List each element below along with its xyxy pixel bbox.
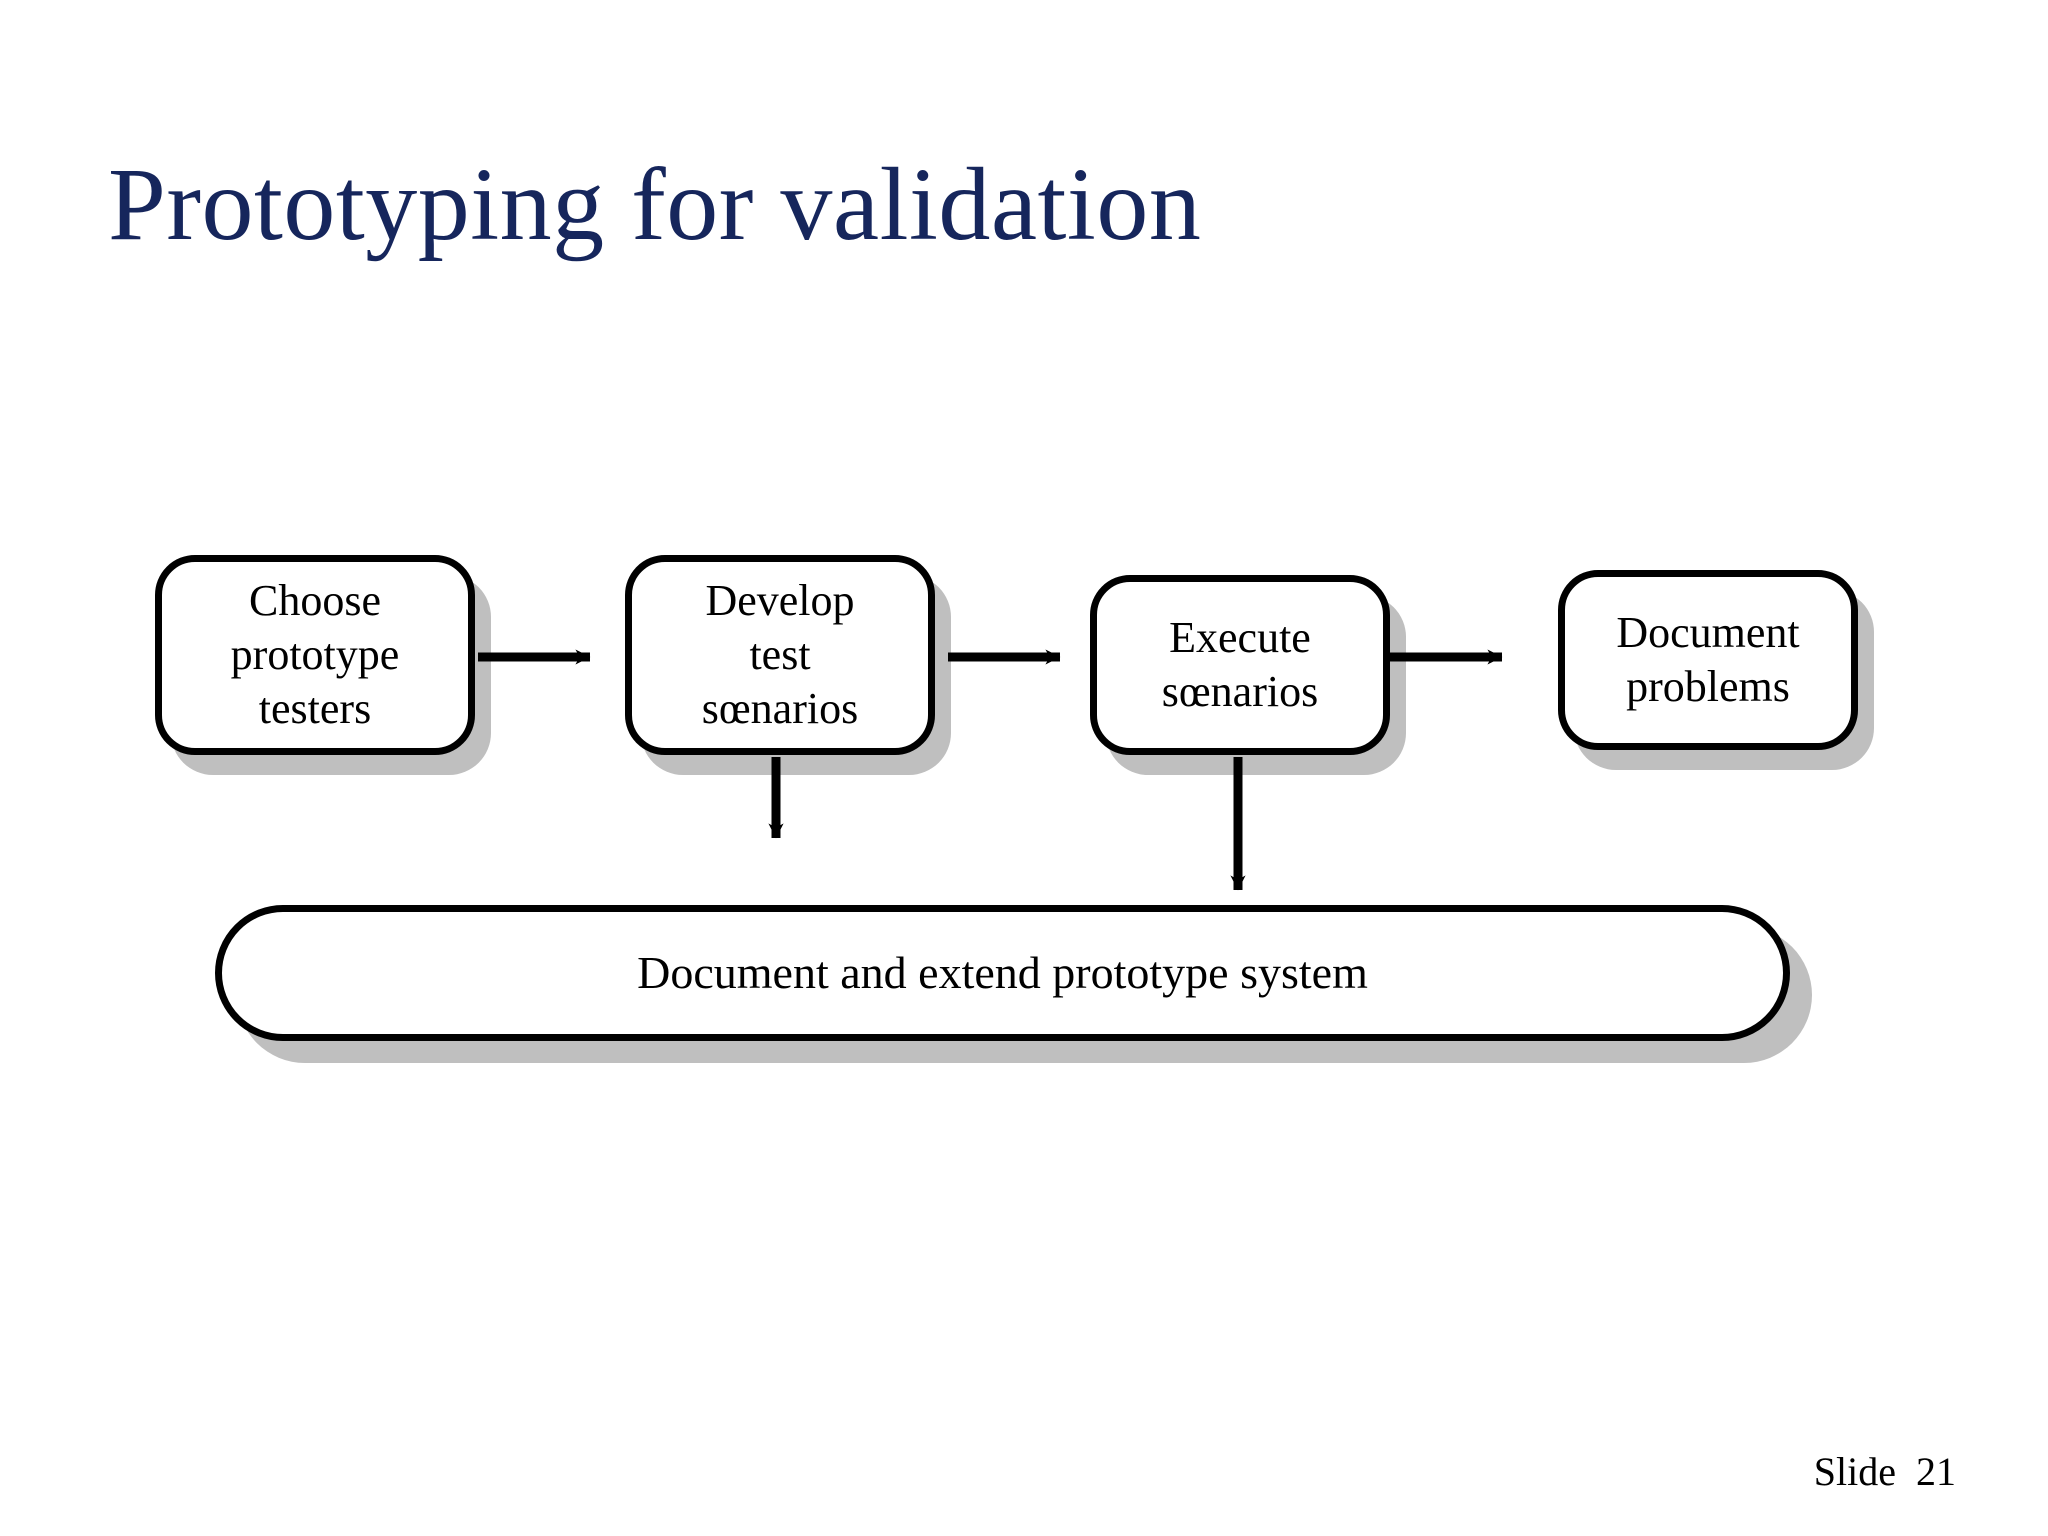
node-label: Choose prototype testers (230, 576, 400, 733)
page-title: Prototyping for validation (108, 147, 1202, 262)
process-node-execute-scenarios[interactable]: Execute sœnarios (1090, 575, 1406, 775)
process-node-document-and-extend-prototype-system[interactable]: Document and extend prototype system (215, 905, 1812, 1063)
node-label: Execute sœnarios (1161, 613, 1319, 716)
node-body: Document problems (1558, 570, 1858, 750)
process-node-document-problems[interactable]: Document problems (1558, 570, 1874, 770)
slide-number-footer: Slide 21 (1813, 1449, 1956, 1494)
process-node-develop-test-scenarios[interactable]: Develop test sœnarios (625, 555, 951, 775)
node-body: Execute sœnarios (1090, 575, 1390, 755)
node-body: Document and extend prototype system (215, 905, 1790, 1041)
node-body: Develop test sœnarios (625, 555, 935, 755)
node-body: Choose prototype testers (155, 555, 475, 755)
node-label: Document and extend prototype system (637, 946, 1368, 998)
process-node-choose-prototype-testers[interactable]: Choose prototype testers (155, 555, 491, 775)
node-label: Document problems (1616, 608, 1800, 711)
node-label: Develop test sœnarios (701, 576, 859, 733)
